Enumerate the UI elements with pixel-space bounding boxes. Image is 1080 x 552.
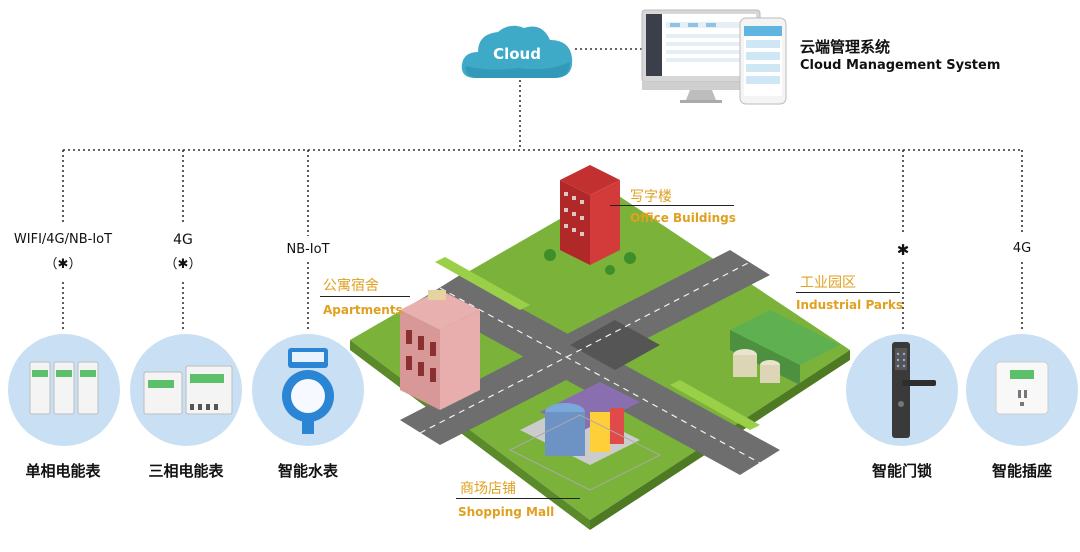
device-label-three-phase: 三相电能表 <box>148 462 224 480</box>
door-lock-node <box>846 334 958 446</box>
zone-mall-cn: 商场店铺 <box>460 481 516 497</box>
water-meter-icon <box>282 348 334 434</box>
protocol-label-water-meter: NB-IoT <box>286 242 330 257</box>
zone-office-cn: 写字楼 <box>630 189 672 205</box>
zone-industrial-en: Industrial Parks <box>796 298 904 312</box>
zone-industrial-cn: 工业园区 <box>800 275 856 291</box>
smart-socket-icon <box>995 361 1049 415</box>
device-label-door-lock: 智能门锁 <box>871 462 932 480</box>
zone-apartments-en: Apartments <box>323 303 403 317</box>
zone-office-en: Office Buildings <box>630 211 736 225</box>
door-lock-icon <box>892 342 936 438</box>
bluetooth-label-single-phase: （✱） <box>44 257 82 272</box>
zone-industrial-underline <box>796 292 900 293</box>
bluetooth-label-three-phase: （✱） <box>164 257 202 272</box>
management-screen-icon <box>641 9 787 105</box>
three-phase-meter-node <box>130 334 242 446</box>
cloud-system-title-en: Cloud Management System <box>800 58 1001 73</box>
single-phase-meter-icon <box>29 361 99 415</box>
single-phase-meter-node <box>8 334 120 446</box>
zone-apartments-cn: 公寓宿舍 <box>323 278 379 294</box>
bluetooth-label-door-lock: ✱ <box>896 241 910 259</box>
cloud-icon <box>461 25 573 78</box>
cloud-node: Cloud <box>458 18 576 82</box>
protocol-label-single-phase: WIFI/4G/NB-IoT <box>13 232 113 247</box>
device-label-water-meter: 智能水表 <box>277 462 338 480</box>
smart-socket-node <box>966 334 1078 446</box>
cloud-label: Cloud <box>493 45 541 63</box>
zone-mall-underline <box>456 498 580 499</box>
device-label-single-phase: 单相电能表 <box>25 462 101 480</box>
zone-mall-en: Shopping Mall <box>458 505 555 519</box>
water-meter-node <box>252 334 364 446</box>
cloud-system-title-cn: 云端管理系统 <box>800 38 891 56</box>
zone-office-underline <box>610 205 734 206</box>
protocol-label-smart-socket: 4G <box>1012 241 1032 256</box>
zone-apartments-underline <box>320 296 410 297</box>
city-illustration <box>350 165 850 530</box>
three-phase-meter-icon <box>143 365 233 415</box>
device-label-smart-socket: 智能插座 <box>991 462 1052 480</box>
protocol-label-three-phase: 4G <box>173 232 193 248</box>
